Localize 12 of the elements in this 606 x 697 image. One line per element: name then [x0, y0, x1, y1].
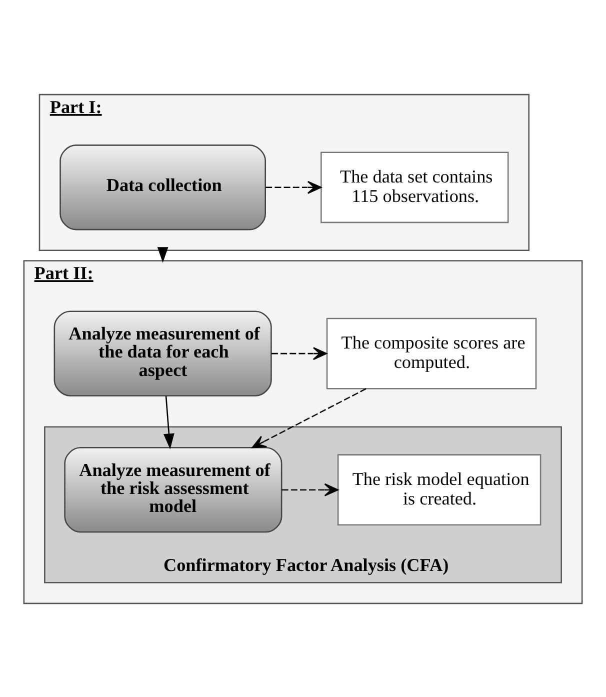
arrow — [266, 180, 322, 194]
arrow — [282, 482, 338, 496]
arrow — [157, 246, 168, 262]
arrow — [163, 395, 174, 449]
node-box: The composite scores are computed. — [326, 317, 537, 389]
arrow — [252, 388, 366, 448]
node-box: The data set contains 115 observations. — [320, 151, 509, 223]
node-box: Analyze measurement of the data for each aspect — [54, 310, 272, 396]
arrow — [271, 346, 328, 360]
node-box: Data collection — [60, 144, 266, 230]
node-box: Analyze measurement of the risk assessment model — [64, 446, 282, 532]
node-box: The risk model equation is created. — [337, 454, 542, 526]
